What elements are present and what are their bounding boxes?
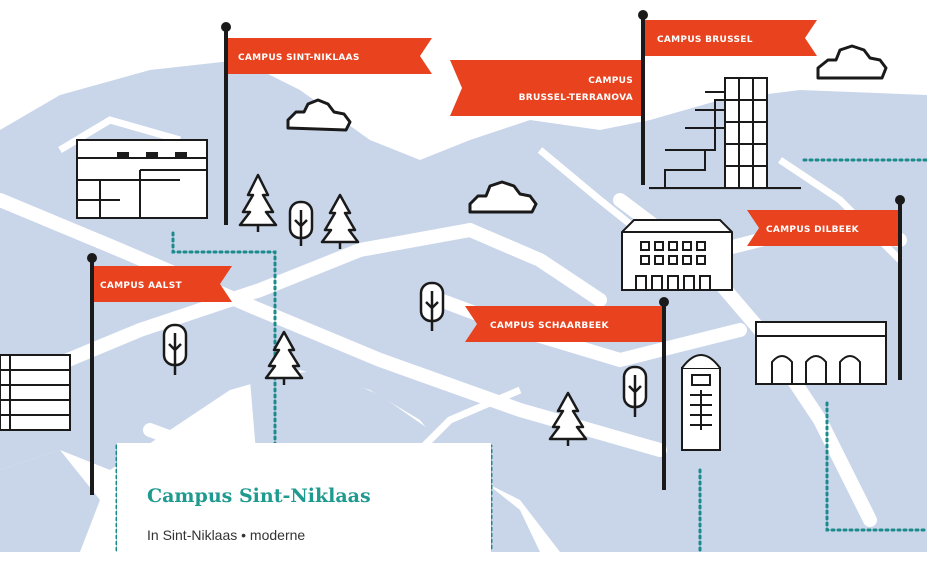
flag-label-line2: BRUSSEL-TERRANOVA <box>519 93 633 103</box>
flag-label: CAMPUS BRUSSEL <box>657 35 753 45</box>
building-aalst-icon <box>0 355 70 430</box>
cloud-icon <box>818 46 886 78</box>
flag-label-line1: CAMPUS <box>588 76 633 86</box>
flag-label: CAMPUS SINT-NIKLAAS <box>238 53 360 63</box>
flag-label: CAMPUS SCHAARBEEK <box>490 321 609 331</box>
building-schaarbeek-icon <box>682 355 720 450</box>
card-title: Campus Sint-Niklaas <box>147 485 371 507</box>
campus-info-card[interactable]: Campus Sint-Niklaas In Sint-Niklaas • mo… <box>117 443 491 563</box>
building-terranova-icon <box>622 220 732 290</box>
building-dilbeek-icon <box>756 322 886 384</box>
flag-label: CAMPUS AALST <box>100 281 182 291</box>
card-description: In Sint-Niklaas • moderne <box>147 527 305 543</box>
flag-label: CAMPUS DILBEEK <box>766 225 860 235</box>
building-sint-niklaas-icon <box>77 140 207 218</box>
flag-campus-brussel-terranova[interactable]: CAMPUS BRUSSEL-TERRANOVA <box>450 60 641 116</box>
